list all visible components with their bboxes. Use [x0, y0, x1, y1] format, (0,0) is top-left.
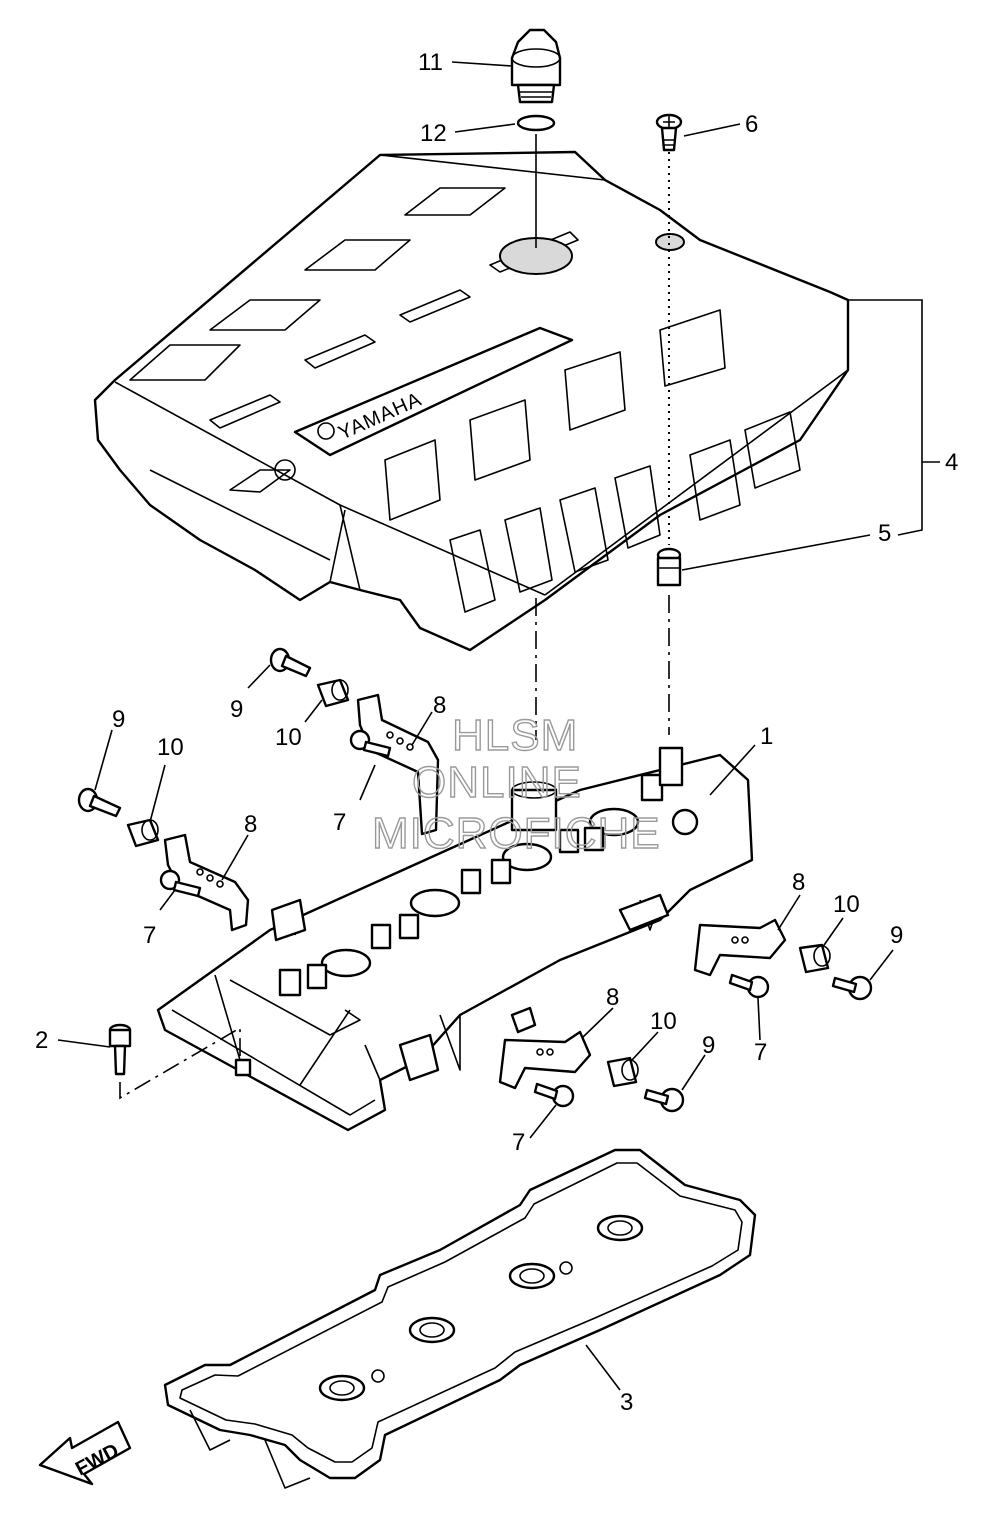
- valve-cover-gasket: [163, 1148, 757, 1489]
- callout-10-c: 10: [833, 891, 860, 918]
- watermark: HLSM ONLINE MICROFICHE: [371, 710, 661, 858]
- callout-5: 5: [878, 520, 891, 547]
- callout-12: 12: [420, 120, 447, 147]
- callout-2: 2: [35, 1027, 48, 1054]
- bracket-right-lower: [498, 1030, 592, 1090]
- callout-9-d: 9: [702, 1032, 715, 1059]
- callout-8-d: 8: [606, 984, 619, 1011]
- callout-9-b: 9: [112, 706, 125, 733]
- watermark-line-3: MICROFICHE: [372, 809, 661, 858]
- collar-left-upper: [316, 678, 350, 708]
- cylinder-head-cover: [156, 746, 754, 1132]
- callout-6: 6: [745, 111, 758, 138]
- bolt-7-left-upper: [349, 729, 392, 758]
- forward-direction-arrow: FWD: [38, 1420, 132, 1486]
- callout-10-b: 10: [157, 734, 184, 761]
- callout-1: 1: [760, 723, 773, 750]
- collar-right-lower: [606, 1056, 639, 1088]
- bolt-2: [108, 1023, 132, 1076]
- callout-10-a: 10: [275, 724, 302, 751]
- callout-3: 3: [620, 1389, 633, 1416]
- bolt-7-right-lower: [533, 1082, 575, 1108]
- callout-8-a: 8: [433, 692, 446, 719]
- cover-bolt: [655, 113, 683, 152]
- callout-8-c: 8: [792, 869, 805, 896]
- bolt-9-left-lower: [77, 787, 122, 818]
- callout-8-b: 8: [244, 811, 257, 838]
- callout-9-a: 9: [230, 696, 243, 723]
- callout-7-b: 7: [143, 922, 156, 949]
- callout-10-d: 10: [650, 1008, 677, 1035]
- bolt-7-left-lower: [159, 869, 202, 898]
- bolt-9-right-lower: [643, 1087, 685, 1113]
- cover-grommet: [656, 547, 682, 587]
- callout-numbers: 11 12 6 4 5 1 2 3 9 10 8 7 9 10 8 7 8 10…: [35, 49, 958, 1416]
- bolt-9-left-upper: [269, 647, 312, 678]
- callout-7-a: 7: [333, 809, 346, 836]
- bolt-2-path: [119, 1026, 241, 1100]
- collar-right-upper: [798, 943, 831, 974]
- callout-4: 4: [945, 449, 958, 476]
- callout-9-c: 9: [890, 922, 903, 949]
- callout-7-d: 7: [512, 1129, 525, 1156]
- collar-left-lower: [126, 818, 160, 848]
- watermark-line-1: HLSM: [452, 711, 578, 760]
- watermark-line-2: ONLINE: [412, 758, 582, 807]
- oil-filler-cap: [510, 28, 562, 104]
- bracket-right-upper: [693, 918, 787, 977]
- leader-lines: [57, 61, 940, 1391]
- callout-11: 11: [418, 49, 443, 76]
- callout-7-c: 7: [754, 1039, 767, 1066]
- bolt-9-right-upper: [831, 975, 873, 1001]
- engine-top-cover: YAMAHA: [93, 150, 850, 652]
- bolt-7-right-upper: [728, 973, 770, 999]
- oil-filler-oring: [516, 114, 556, 132]
